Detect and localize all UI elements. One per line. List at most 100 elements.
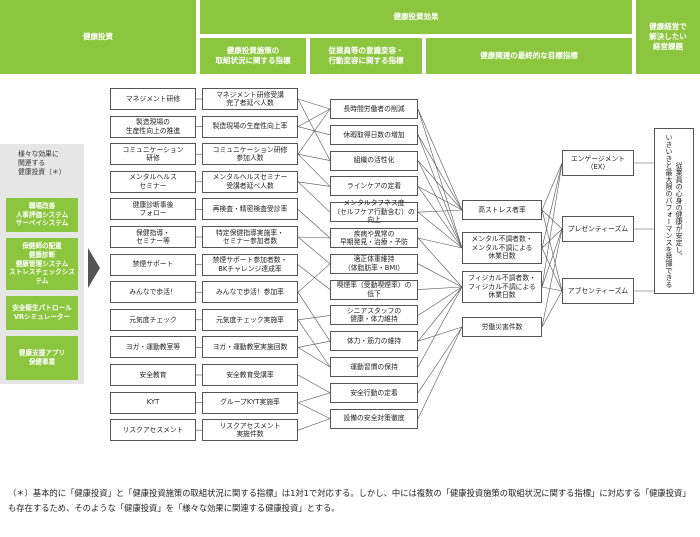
behavior-box: 運動習慣の保持 xyxy=(330,357,418,377)
behavior-box: 組織の活性化 xyxy=(330,150,418,171)
header-management-issues: 健康経営で 解決したい 経営課題 xyxy=(636,0,700,74)
indicator-box: みんなで歩活！参加率 xyxy=(202,281,298,304)
connector-line xyxy=(417,186,463,249)
connector-line xyxy=(417,286,463,290)
connector-line xyxy=(297,108,331,155)
indicator-box: 禁煙サポート参加者数・ BKチャレンジ達成率 xyxy=(202,253,298,276)
investment-box: KYT xyxy=(110,391,196,414)
side-panel-arrow xyxy=(88,248,100,288)
investment-box: マネジメント研修 xyxy=(110,88,196,110)
connector-line xyxy=(541,162,563,211)
connector-line xyxy=(417,211,463,249)
header-investment: 健康投資 xyxy=(0,0,196,74)
connector-line xyxy=(417,326,463,419)
connector-line xyxy=(541,209,563,292)
behavior-box: 疾病や異常の 早期発見・治療・予防 xyxy=(330,228,418,248)
connector-line xyxy=(297,236,331,239)
connector-line xyxy=(297,347,331,368)
connector-line xyxy=(541,228,563,249)
behavior-box: 喫煙率（受動喫煙率）の 低下 xyxy=(330,279,418,300)
connector-line xyxy=(297,153,331,187)
connector-line xyxy=(417,286,463,342)
investment-box: リスクアセスメント xyxy=(110,419,196,442)
connector-line xyxy=(541,228,563,328)
connector-line xyxy=(297,292,331,342)
investment-box: 保健指導・ セミナー等 xyxy=(110,226,196,248)
connector-line xyxy=(417,108,463,249)
connector-line xyxy=(541,209,563,230)
behavior-box: ラインケアの定着 xyxy=(330,176,418,197)
header-sub1-label: 健康投資施策の 取組状況に関する指標 xyxy=(215,46,291,65)
connector-line xyxy=(297,263,331,293)
connector-line xyxy=(541,290,563,328)
connector-line xyxy=(297,264,331,290)
outcome-box: 労働災害件数 xyxy=(462,317,542,337)
header-investment-label: 健康投資 xyxy=(83,32,113,42)
connector-line xyxy=(417,134,463,249)
connector-line xyxy=(297,340,331,348)
goal-box: エンゲージメント （EX） xyxy=(562,150,634,176)
connector-line xyxy=(297,418,331,431)
side-item: 安全衛生パトロール VRシミュレーター xyxy=(6,296,78,330)
investment-box: みんなで歩活！ xyxy=(110,281,196,304)
behavior-box: 長時間労働者の削減 xyxy=(330,99,418,119)
connector-line xyxy=(417,263,463,288)
investment-box: 健康診断事後 フォロー xyxy=(110,198,196,221)
investment-box: 元気度チェック xyxy=(110,308,196,331)
outcome-box: フィジカル不調者数・ フィジカル不調による 休業日数 xyxy=(462,271,542,303)
connector-line xyxy=(417,160,463,211)
goal-box: プレゼンティーズム xyxy=(562,216,634,242)
header-sub2-label: 従業員等の意識変容・ 行動変容に関する指標 xyxy=(328,46,404,65)
goal-box: アブセンティーズム xyxy=(562,278,634,304)
indicator-box: コミュニケーション研修 参加人数 xyxy=(202,143,298,166)
side-panel-title: 様々な効果に 関連する 健康投資（＊） xyxy=(18,150,66,177)
final-goal-box: 従業員の心身の健康が安定し、 いきいきと最大限のパフォーマンスを発揮できる xyxy=(654,128,694,294)
investment-box: メンタルヘルス セミナー xyxy=(110,170,196,193)
indicator-box: 再検査・精密検査受診率 xyxy=(202,198,298,221)
behavior-box: 休暇取得日数の増加 xyxy=(330,124,418,145)
connector-line xyxy=(417,326,463,342)
behavior-box: メンタルタフネス度 （セルフケア行動含む）の向上 xyxy=(330,199,418,224)
indicator-box: グループKYT実施率 xyxy=(202,391,298,414)
connector-line xyxy=(541,286,563,292)
connector-line xyxy=(541,162,563,249)
connector-line xyxy=(297,181,331,187)
indicator-box: ヨガ・運動教室実施回数 xyxy=(202,336,298,359)
behavior-box: 安全行動の定着 xyxy=(330,382,418,403)
behavior-box: 設備の安全対策徹底 xyxy=(330,408,418,429)
investment-box: 安全教育 xyxy=(110,364,196,386)
side-item: 健康支援アプリ 保健事業 xyxy=(6,336,78,380)
connector-line xyxy=(297,126,331,136)
connector-line xyxy=(297,108,331,127)
investment-box: コミュニケーション 研修 xyxy=(110,143,196,166)
investment-box: 製造現場の 生産性向上の推進 xyxy=(110,115,196,138)
indicator-box: 安全教育受講率 xyxy=(202,364,298,386)
connector-line xyxy=(297,209,331,239)
investment-box: ヨガ・運動教室等 xyxy=(110,336,196,359)
behavior-box: 体力・筋力の維持 xyxy=(330,331,418,352)
header-sub-indicators: 健康投資施策の 取組状況に関する指標 xyxy=(200,38,306,74)
connector-line xyxy=(417,286,463,316)
connector-line xyxy=(417,237,463,249)
connector-line xyxy=(417,134,463,211)
header-effects: 健康投資効果 xyxy=(200,0,632,34)
connector-line xyxy=(297,98,331,110)
header-effects-label: 健康投資効果 xyxy=(393,12,439,22)
connector-line xyxy=(541,162,563,288)
connector-line xyxy=(297,181,331,213)
indicator-box: メンタルヘルスセミナー 受講者延べ人数 xyxy=(202,170,298,193)
connector-line xyxy=(417,160,463,249)
connector-line xyxy=(541,247,563,292)
outcome-box: 高ストレス者率 xyxy=(462,200,542,220)
footnote: （＊）基本的に「健康投資」と「健康投資施策の取組状況に関する指標」は1対1で対応… xyxy=(8,488,691,514)
connector-line xyxy=(297,153,331,161)
connector-line xyxy=(297,392,331,403)
side-item: 保健師の配置 健康診断 健康管理システム ストレスチェックシステム xyxy=(6,238,78,290)
outcome-box: メンタル不調者数・ メンタル不調による 休業日数 xyxy=(462,232,542,264)
indicator-box: リスクアセスメント 実施件数 xyxy=(202,419,298,442)
connector-line xyxy=(417,286,463,368)
header-sub-final-goals: 健康関連の最終的な目標指標 xyxy=(426,38,632,74)
connector-line xyxy=(417,186,463,211)
connector-line xyxy=(417,237,463,288)
side-item: 職場改善 人事評価システム サーベイシステム xyxy=(6,198,78,232)
